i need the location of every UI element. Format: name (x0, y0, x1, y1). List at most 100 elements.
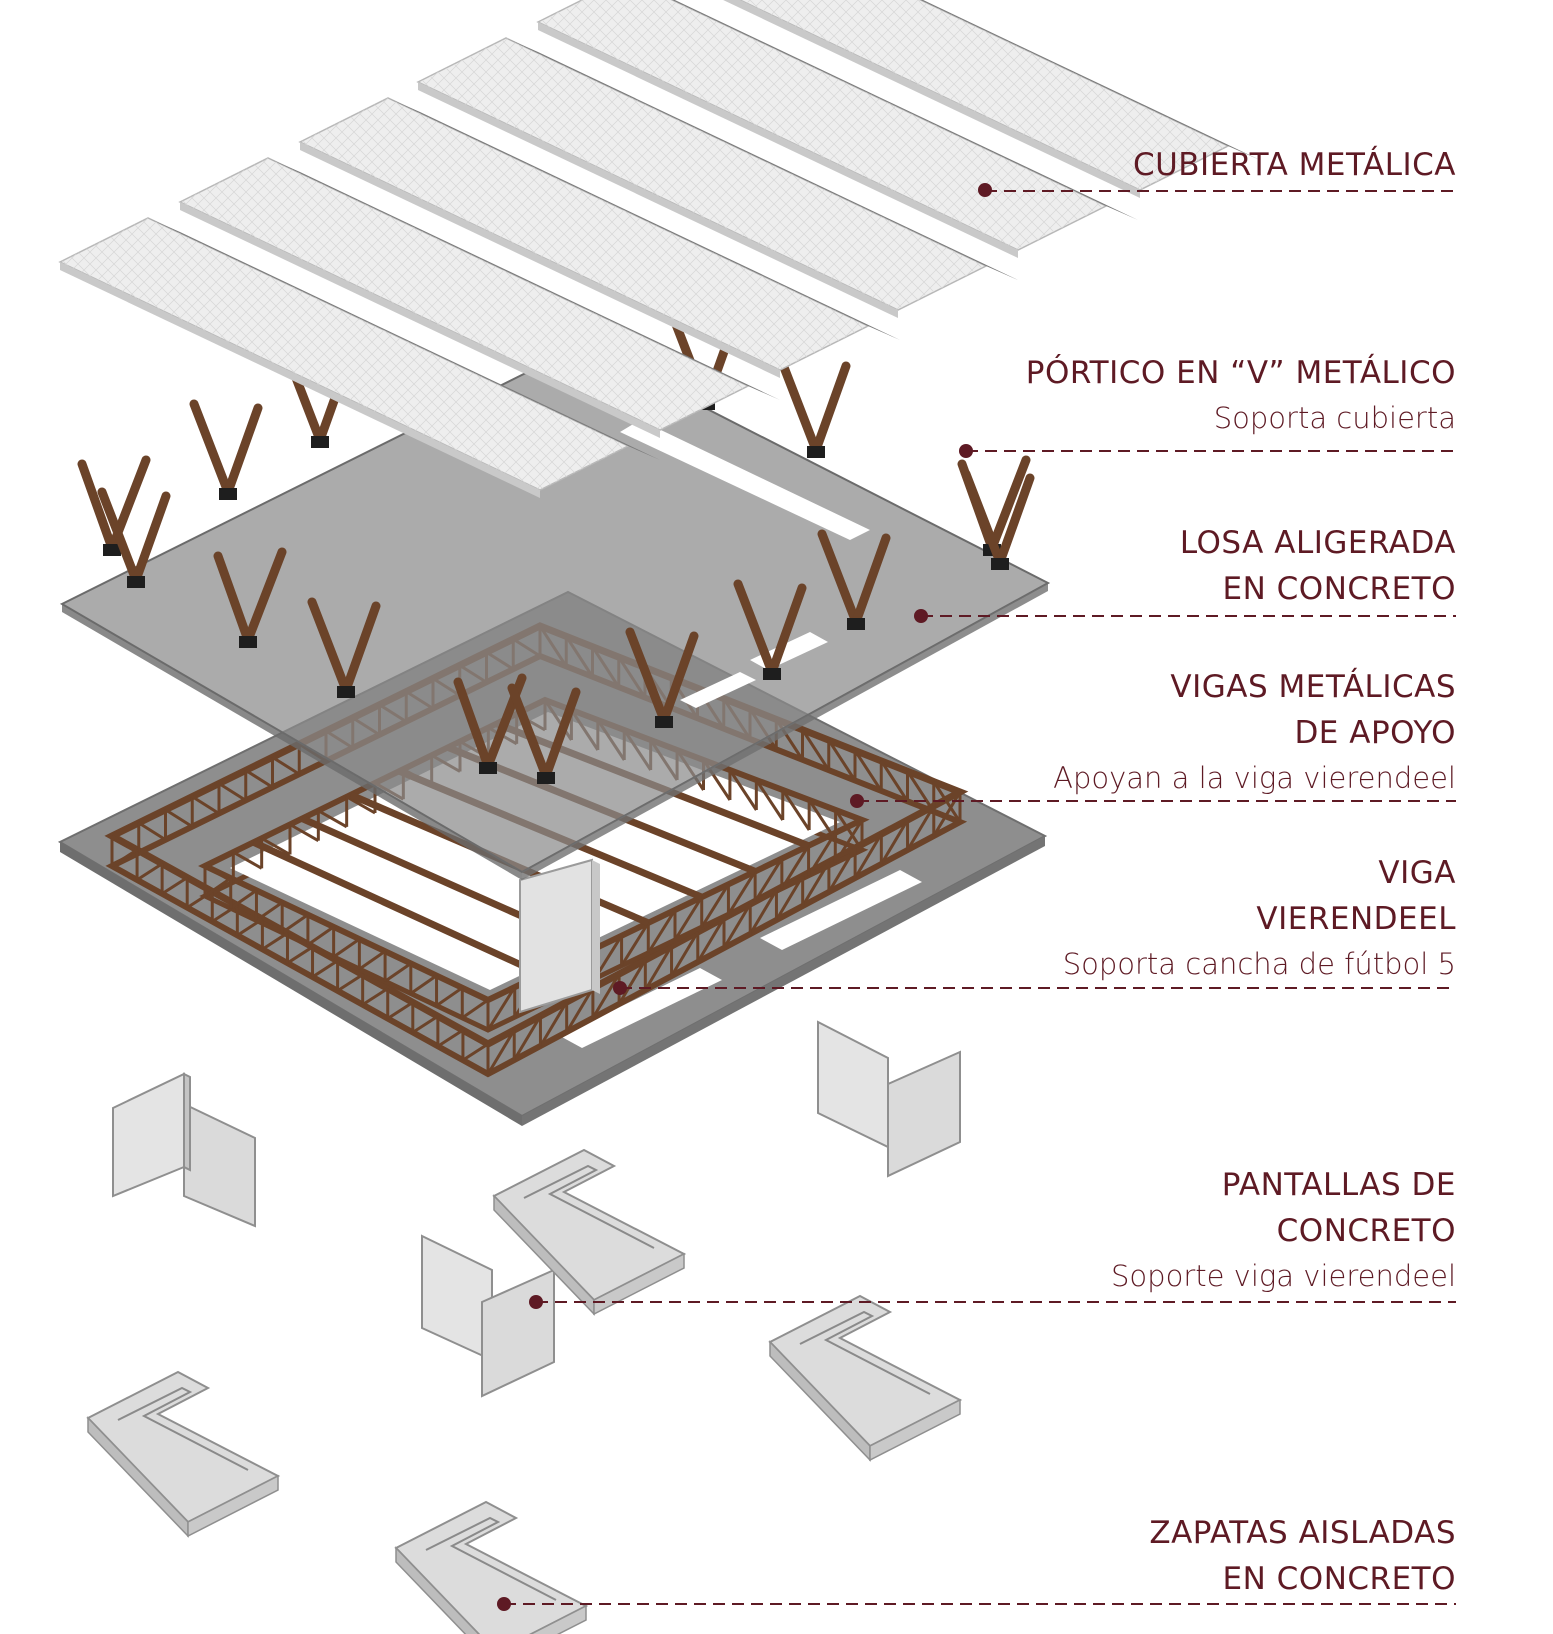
leader-pantallas (529, 1295, 1456, 1309)
v-portal (97, 487, 171, 588)
v-portal-base (847, 618, 865, 630)
truss-diagonal (271, 755, 301, 776)
leader-dot (978, 183, 992, 197)
roof-edge (180, 202, 660, 438)
v-portal-leg (189, 399, 233, 497)
label-title: PANTALLAS DE (1221, 1167, 1456, 1203)
truss-diagonal (932, 780, 962, 823)
truss-diagonal (358, 950, 386, 971)
label-title: VIGAS METÁLICAS (1170, 669, 1456, 705)
truss-diagonal (748, 889, 778, 935)
truss-diagonal (261, 931, 289, 951)
v-portal-base (655, 716, 673, 728)
v-portal-leg (243, 547, 287, 645)
truss-diagonal (204, 876, 232, 898)
roof-fold-side (268, 158, 780, 400)
truss-diagonal (111, 848, 138, 868)
leader-dot (850, 794, 864, 808)
v-portal (625, 627, 699, 728)
truss-diagonal (853, 749, 883, 792)
roof-texture (60, 218, 628, 490)
corrugated-metal-roof (58, 0, 1260, 498)
roof-fold (723, 0, 1260, 198)
truss-diagonal (255, 901, 284, 922)
truss-diagonal (462, 1042, 489, 1062)
truss-diagonal (260, 837, 291, 856)
label-subtitle: Soporta cubierta (1213, 401, 1456, 435)
roof-texture (418, 38, 986, 310)
truss-diagonal (906, 770, 936, 813)
v-portal-leg (307, 597, 351, 695)
v-portal (817, 529, 891, 630)
truss-diagonal (461, 998, 489, 1020)
v-portal-leg (341, 601, 381, 695)
roof-fold-side (148, 218, 660, 460)
truss-diagonal (512, 1015, 542, 1061)
v-portal-leg (811, 361, 851, 455)
truss-diagonal (232, 850, 263, 870)
truss-diagonal (644, 945, 673, 991)
truss-diagonal (437, 1028, 464, 1048)
roof-fold-side (920, 0, 1260, 160)
truss-diagonal (539, 1001, 568, 1047)
truss-diagonal (229, 889, 258, 910)
label-title: DE APOYO (1294, 715, 1456, 751)
footing (768, 1294, 963, 1462)
truss-diagonal (345, 795, 376, 815)
v-portal-base (537, 772, 555, 784)
v-portal-leg (77, 459, 117, 553)
roof-texture (740, 0, 1228, 190)
truss-diagonal (834, 819, 864, 864)
label-title: VIGA (1378, 855, 1456, 891)
leader-lines (497, 183, 1456, 1611)
truss-diagonal (727, 870, 757, 916)
truss-diagonal (411, 1015, 439, 1034)
roof-fold (536, 0, 1138, 258)
slab-opening (760, 870, 922, 950)
truss-diagonal (670, 931, 700, 977)
v-portal-leg (995, 473, 1035, 567)
leader-zapatas (497, 1597, 1456, 1611)
v-portal-base (239, 636, 257, 648)
leader-dot (529, 1295, 543, 1309)
truss-diagonal (286, 945, 314, 965)
central-concrete-wall (519, 858, 600, 1014)
truss-diagonal (906, 805, 936, 851)
footing-stem (799, 1310, 931, 1395)
truss-diagonal (486, 1029, 516, 1075)
v-portal-base (991, 558, 1009, 570)
v-portal-leg (453, 677, 493, 771)
truss-diagonal (244, 769, 274, 789)
roof-fold-side (672, 0, 1138, 220)
v-portal-base (311, 436, 329, 448)
truss-diagonal (332, 937, 361, 959)
truss-diagonal (620, 922, 650, 967)
v-portal-leg (733, 579, 777, 677)
v-portal (77, 455, 151, 556)
v-portal-leg (659, 631, 699, 725)
v-portal (733, 579, 807, 680)
truss-diagonal (336, 973, 364, 993)
v-portal (307, 597, 381, 698)
truss-diagonal (879, 760, 909, 803)
roof-texture (180, 158, 748, 430)
leader-dot (613, 981, 627, 995)
v-portal-leg (961, 469, 1005, 567)
truss-diagonal (696, 917, 726, 963)
truss-diagonal (700, 883, 730, 928)
v-portal-leg (541, 687, 581, 781)
leader-cubierta (978, 183, 1456, 197)
roof-edge (538, 22, 1018, 258)
truss-diagonal (807, 799, 837, 841)
v-portal-base (127, 576, 145, 588)
leader-portico (959, 444, 1456, 458)
footing (492, 1148, 687, 1316)
truss-diagonal (673, 896, 703, 941)
truss-diagonal (191, 795, 220, 815)
v-portal-base (479, 762, 497, 774)
